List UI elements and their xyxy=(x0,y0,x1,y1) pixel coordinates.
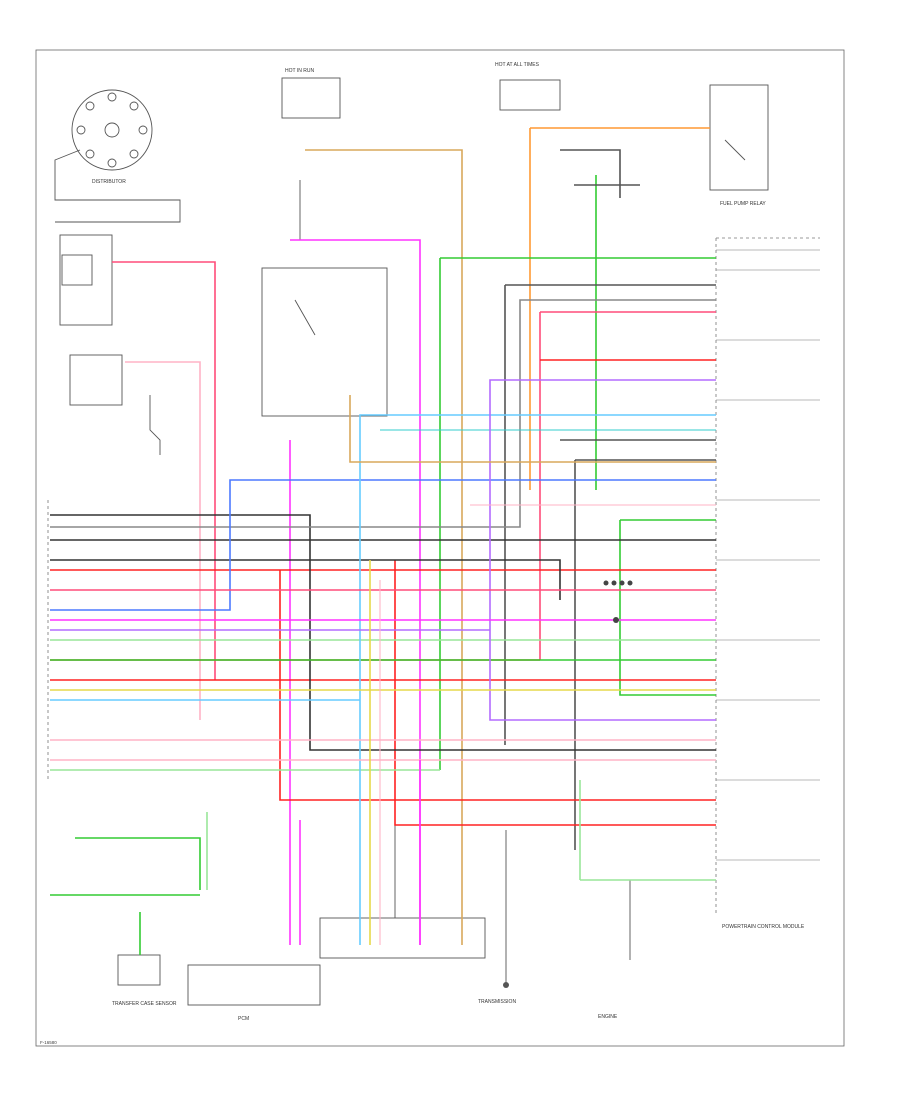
wire-gray-1 xyxy=(50,299,716,528)
wire-lightpink-v xyxy=(379,504,716,945)
wire-red-4 xyxy=(279,570,716,801)
wire-dark-gray-3 xyxy=(560,439,716,850)
hot-at-all-times-fuse: HOT AT ALL TIMES xyxy=(495,62,561,111)
hot-at-all-times-label: HOT AT ALL TIMES xyxy=(495,62,540,68)
relay-center-box xyxy=(261,267,388,417)
wire-dark-gray-1 xyxy=(560,149,640,198)
distributor-component: DISTRIBUTOR xyxy=(71,89,153,185)
wire-lightgreen-bottom xyxy=(206,780,716,890)
splice-points xyxy=(603,580,633,623)
wire-lightgreen-h1 xyxy=(50,639,716,771)
wire-dark-1 xyxy=(50,514,716,751)
wire-magenta-1 xyxy=(290,239,421,945)
wire-green-bottom xyxy=(50,837,201,955)
wires xyxy=(50,127,716,955)
wire-lightblue-h1 xyxy=(50,414,716,945)
engine-label: ENGINE xyxy=(598,1014,618,1020)
hot-in-run-label: HOT IN RUN xyxy=(285,68,314,74)
sensor-box-left xyxy=(69,354,123,406)
hot-in-run-fuse: HOT IN RUN xyxy=(281,68,341,119)
transmission-ground: TRANSMISSION xyxy=(478,830,516,1005)
transfer-case-sensor-label: TRANSFER CASE SENSOR xyxy=(112,1001,177,1007)
wire-pink-2 xyxy=(539,311,716,660)
diagram-code: F-16580 xyxy=(40,1040,57,1045)
wire-violet-1 xyxy=(50,379,716,721)
pcm-lower-label: PCM xyxy=(238,1016,249,1022)
fuel-pump-relay-label: FUEL PUMP RELAY xyxy=(720,201,766,207)
wire-red-5 xyxy=(394,560,716,826)
sensor-left-bottom xyxy=(117,954,161,986)
wire-green-right xyxy=(595,175,716,696)
transmission-label: TRANSMISSION xyxy=(478,999,516,1005)
ecm-label: POWERTRAIN CONTROL MODULE xyxy=(722,924,805,930)
wire-lightpink-h1 xyxy=(50,739,716,761)
ecm-pin-stubs xyxy=(716,249,820,861)
wire-lightpink-1 xyxy=(125,361,201,720)
pcm-lower-box xyxy=(187,964,321,1006)
wire-dark-gray-2 xyxy=(504,284,716,745)
wire-blue-h1 xyxy=(50,479,716,611)
wire-yellow-1 xyxy=(50,560,716,945)
wire-dark-2 xyxy=(50,559,561,600)
engine-ground: ENGINE xyxy=(598,880,631,1020)
diagram-frame xyxy=(35,49,845,1047)
module-bottom-mid xyxy=(319,917,486,959)
distributor-label: DISTRIBUTOR xyxy=(92,179,126,185)
wire-tan-2 xyxy=(349,395,716,463)
fuel-pump-relay: FUEL PUMP RELAY xyxy=(709,84,769,207)
ignition-module-box xyxy=(59,234,113,326)
